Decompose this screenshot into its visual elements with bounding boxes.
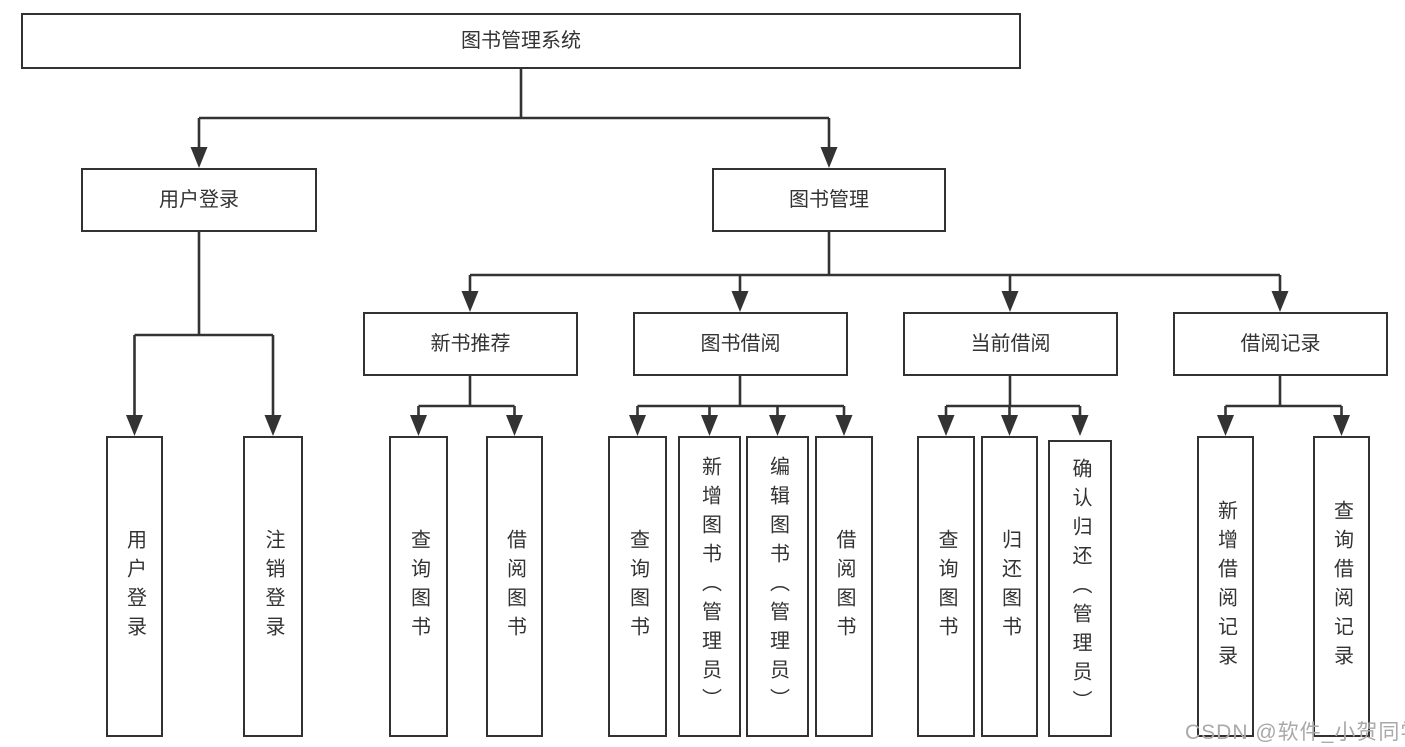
node-current-borrowing: 当前借阅: [903, 312, 1118, 376]
node-user-login: 用户登录: [81, 168, 317, 232]
arrow-down-icon: [1071, 415, 1089, 436]
arrow-down-icon: [937, 415, 955, 436]
arrow-down-icon: [835, 415, 853, 436]
leaf-logout-login: 注销登录: [243, 436, 303, 737]
leaf-return-books: 归还图书: [981, 436, 1038, 737]
arrow-down-icon: [1001, 415, 1018, 436]
arrow-down-icon: [506, 415, 523, 436]
node-book-management: 图书管理: [712, 168, 946, 232]
leaf-query-books-current: 查询图书: [917, 436, 975, 737]
arrow-down-icon: [190, 147, 208, 168]
leaf-query-books-recommend: 查询图书: [389, 436, 448, 737]
leaf-confirm-return-admin: 确认归还（管理员）: [1048, 440, 1112, 737]
leaf-edit-books-admin: 编辑图书（管理员）: [746, 436, 809, 737]
leaf-add-borrow-record: 新增借阅记录: [1197, 436, 1254, 737]
node-new-book-recommendation: 新书推荐: [363, 312, 578, 376]
leaf-query-borrow-record: 查询借阅记录: [1313, 436, 1370, 737]
arrow-down-icon: [264, 415, 282, 436]
watermark: CSDN @软件_小贺同学: [1185, 721, 1405, 744]
node-library-management-system: 图书管理系统: [21, 13, 1021, 69]
arrow-down-icon: [769, 415, 786, 436]
node-borrowing-records: 借阅记录: [1173, 312, 1388, 376]
leaf-borrow-books-recommend: 借阅图书: [486, 436, 543, 737]
arrow-down-icon: [1001, 291, 1019, 312]
arrow-down-icon: [629, 415, 646, 436]
arrow-down-icon: [1217, 415, 1234, 436]
leaf-add-books-admin: 新增图书（管理员）: [678, 436, 741, 737]
leaf-borrow-books: 借阅图书: [815, 436, 873, 737]
node-book-borrowing: 图书借阅: [633, 312, 848, 376]
arrow-down-icon: [731, 291, 749, 312]
leaf-user-login: 用户登录: [106, 436, 163, 737]
arrow-down-icon: [126, 415, 143, 436]
arrow-down-icon: [1333, 415, 1350, 436]
arrow-down-icon: [410, 415, 427, 436]
arrow-down-icon: [701, 415, 718, 436]
arrow-down-icon: [1271, 291, 1289, 312]
leaf-query-books-borrow: 查询图书: [608, 436, 667, 737]
arrow-down-icon: [461, 291, 479, 312]
arrow-down-icon: [820, 147, 838, 168]
